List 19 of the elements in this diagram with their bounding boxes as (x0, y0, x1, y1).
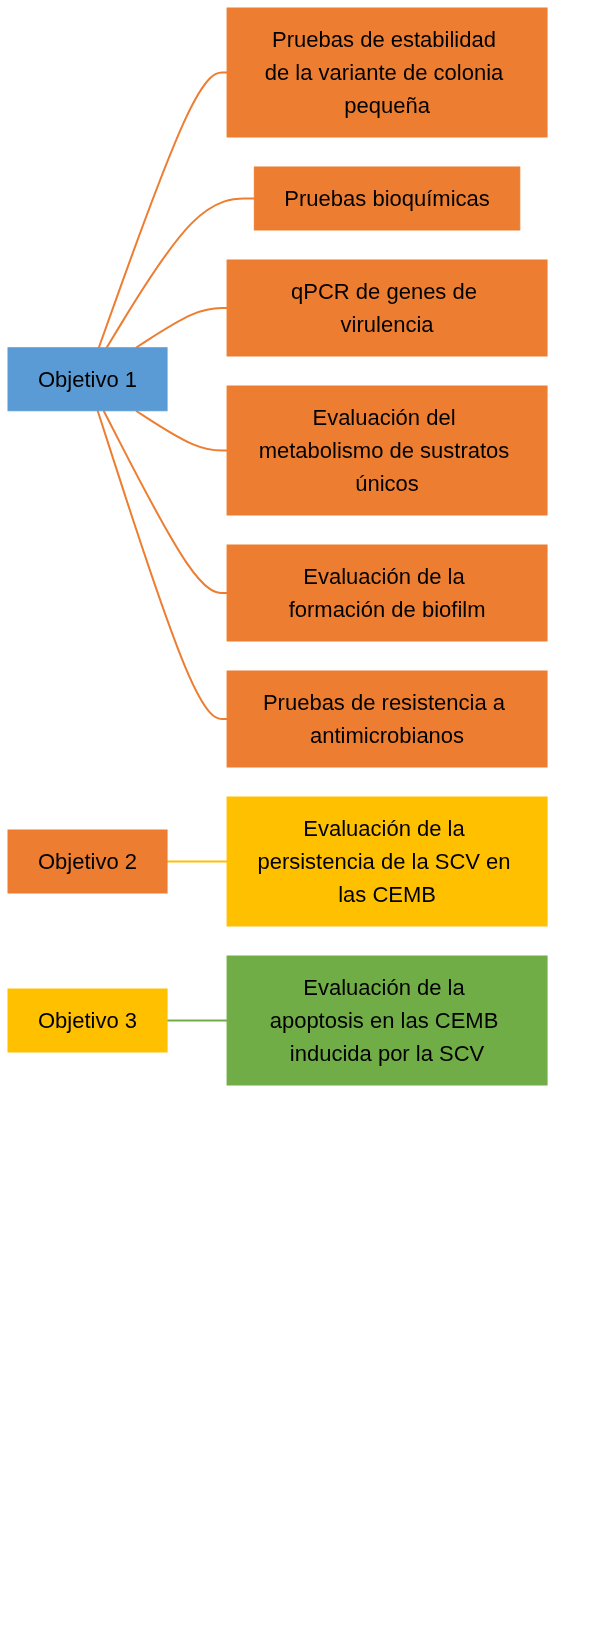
connector (96, 409, 229, 720)
node-box: Evaluación de la apoptosis en las CEMB inducida por la SCV (226, 955, 548, 1086)
node-box: Objetivo 3 (7, 988, 168, 1053)
node-box: qPCR de genes de virulencia (226, 259, 548, 357)
connector (134, 409, 229, 452)
node-box: Objetivo 2 (7, 829, 168, 894)
connector (166, 1019, 229, 1022)
node-box: Objetivo 1 (7, 347, 168, 412)
connector (102, 409, 229, 594)
node-box: Pruebas bioquímicas (253, 166, 521, 231)
node-box: Evaluación del metabolismo de sustratos únicos (226, 385, 548, 516)
node-box: Pruebas de estabilidad de la variante de colonia pequeña (226, 7, 548, 138)
connector (134, 307, 229, 349)
connector (97, 71, 229, 349)
node-box: Evaluación de la persistencia de la SCV en las CEMB (226, 796, 548, 927)
node-box: Pruebas de resistencia a antimicrobianos (226, 670, 548, 768)
connector (166, 860, 229, 863)
node-box: Evaluación de la formación de biofilm (226, 544, 548, 642)
connector (105, 197, 256, 349)
